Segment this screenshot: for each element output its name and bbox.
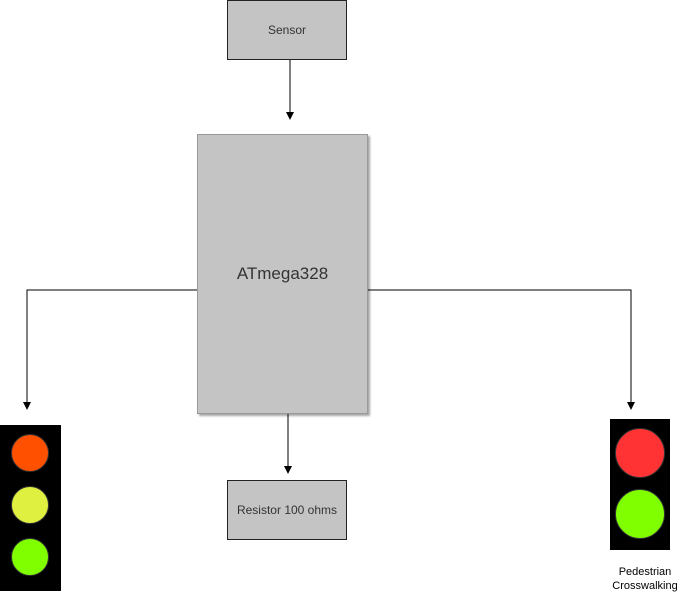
vehicle-red-lamp: [11, 434, 49, 472]
pedestrian-green-lamp: [615, 489, 665, 539]
sensor-block[interactable]: Sensor: [227, 0, 347, 60]
vehicle-yellow-lamp: [11, 486, 49, 524]
sensor-label: Sensor: [267, 23, 307, 37]
resistor-label: Resistor 100 ohms: [236, 503, 338, 517]
vehicle-green-lamp: [11, 538, 49, 576]
vehicle-traffic-light[interactable]: [0, 425, 61, 591]
atmega328-block[interactable]: ATmega328: [197, 134, 368, 414]
pedestrian-red-lamp: [615, 428, 665, 478]
mcu-to-vehicle-signal-arrow: [23, 289, 197, 410]
atmega328-label: ATmega328: [236, 264, 329, 283]
pedestrian-crosswalking-label: Pedestrian Crosswalking: [612, 566, 678, 592]
resistor-block[interactable]: Resistor 100 ohms: [227, 480, 347, 540]
mcu-to-ped-signal-arrow: [368, 289, 635, 410]
pedestrian-traffic-light[interactable]: [610, 419, 670, 550]
